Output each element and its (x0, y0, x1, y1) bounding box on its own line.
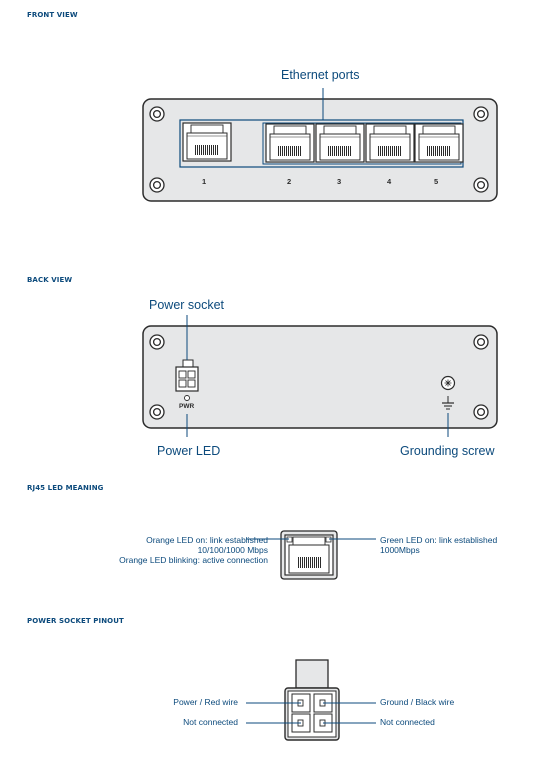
screw-icon (473, 106, 489, 122)
power-led-label: Power LED (157, 444, 221, 458)
power-led-icon (184, 395, 190, 401)
rj45-led-meaning-title: RJ45 LED MEANING (27, 484, 104, 492)
green-led-on-text: Green LED on: link established (380, 535, 498, 545)
grounding-screw-icon (440, 375, 456, 410)
port-number-label: 3 (337, 177, 342, 186)
orange-led-on-text: Orange LED on: link established (146, 535, 268, 545)
ethernet-port-icon (365, 123, 415, 163)
front-device (142, 98, 498, 202)
power-socket-pinout-diagram (284, 659, 340, 741)
pin-ground-label: Ground / Black wire (380, 697, 455, 707)
ethernet-ports-label: Ethernet ports (281, 68, 360, 82)
pin-not-connected-right-label: Not connected (380, 717, 435, 727)
screw-icon (149, 177, 165, 193)
power-socket-pinout-title: POWER SOCKET PINOUT (27, 617, 124, 625)
port-number-label: 5 (434, 177, 439, 186)
power-socket-label: Power socket (149, 298, 225, 312)
ethernet-port-icon (182, 122, 232, 162)
screw-icon (149, 334, 165, 350)
grounding-screw-label: Grounding screw (400, 444, 495, 458)
pin-power-label: Power / Red wire (173, 697, 238, 707)
back-view-title: BACK VIEW (27, 276, 73, 284)
orange-led-speed-text: 10/100/1000 Mbps (197, 545, 268, 555)
port-number-label: 2 (287, 177, 292, 186)
orange-led-blinking-text: Orange LED blinking: active connection (119, 555, 268, 565)
pwr-label: PWR (179, 403, 195, 410)
screw-icon (149, 404, 165, 420)
screw-icon (473, 334, 489, 350)
port-number-label: 4 (387, 177, 392, 186)
screw-icon (473, 404, 489, 420)
screw-icon (149, 106, 165, 122)
pin-not-connected-left-label: Not connected (183, 717, 238, 727)
ethernet-port-icon (315, 123, 365, 163)
ethernet-port-icon (265, 123, 315, 163)
port-number-label: 1 (202, 177, 207, 186)
back-device (142, 325, 498, 429)
screw-icon (473, 177, 489, 193)
rj45-led-diagram (280, 530, 338, 580)
ethernet-port-icon (414, 123, 464, 163)
power-socket-icon (175, 359, 199, 392)
green-led-speed-text: 1000Mbps (380, 545, 420, 555)
front-view-title: FRONT VIEW (27, 11, 78, 19)
